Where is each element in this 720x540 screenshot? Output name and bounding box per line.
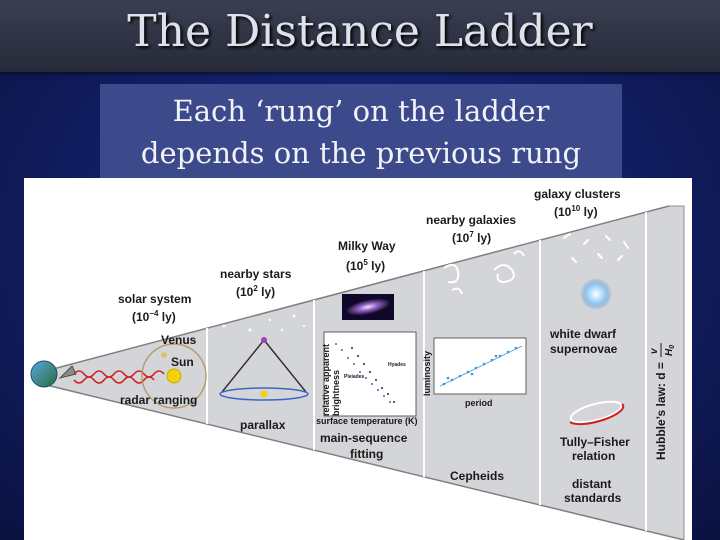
cepheid-xlabel: period [465, 398, 493, 408]
label-distant: distant [572, 477, 611, 491]
earth-icon [31, 361, 57, 387]
sun-icon [167, 369, 181, 383]
rung-name: nearby stars [220, 267, 292, 281]
distance-ladder-diagram: Hyades Pleiades relative apparent bright… [24, 178, 692, 540]
hr-ylabel-line-2: brightness [331, 370, 341, 416]
label-supernovae: supernovae [550, 342, 618, 356]
hr-label-pleiades: Pleiades [344, 374, 365, 380]
hr-ylabel-line-1: relative apparent [321, 344, 331, 416]
label-venus: Venus [161, 333, 197, 347]
label-radar-ranging: radar ranging [120, 393, 197, 407]
hubble-law-text: Hubble’s law: d = [654, 362, 668, 460]
subtitle-line-2: depends on the previous rung [100, 132, 622, 174]
label-fitting: fitting [350, 447, 383, 461]
cepheid-panel [434, 338, 526, 394]
label-parallax: parallax [240, 418, 286, 432]
slide-subtitle: Each ‘rung’ on the ladder depends on the… [100, 90, 622, 174]
label-white-dwarf: white dwarf [549, 327, 617, 341]
label-cepheids: Cepheids [450, 469, 504, 483]
label-standards: standards [564, 491, 622, 505]
hr-label-hyades: Hyades [388, 362, 406, 368]
rung-name: galaxy clusters [534, 187, 621, 201]
sun-small-icon [261, 391, 268, 398]
label-sun: Sun [171, 355, 194, 369]
cepheid-ylabel: luminosity [422, 351, 432, 396]
slide-title: The Distance Ladder [0, 6, 720, 57]
label-tully-fisher: Tully–Fisher [560, 435, 630, 449]
subtitle-line-1: Each ‘rung’ on the ladder [100, 90, 622, 132]
hr-xlabel: surface temperature (K) [316, 416, 418, 426]
label-relation: relation [572, 449, 615, 463]
rung-name: nearby galaxies [426, 213, 516, 227]
rung-name: Milky Way [338, 239, 396, 253]
supernova-icon [580, 278, 612, 310]
venus-icon [161, 352, 167, 358]
rung-name: solar system [118, 292, 191, 306]
nearby-star-icon [261, 337, 267, 343]
label-main-sequence: main-sequence [320, 431, 408, 445]
